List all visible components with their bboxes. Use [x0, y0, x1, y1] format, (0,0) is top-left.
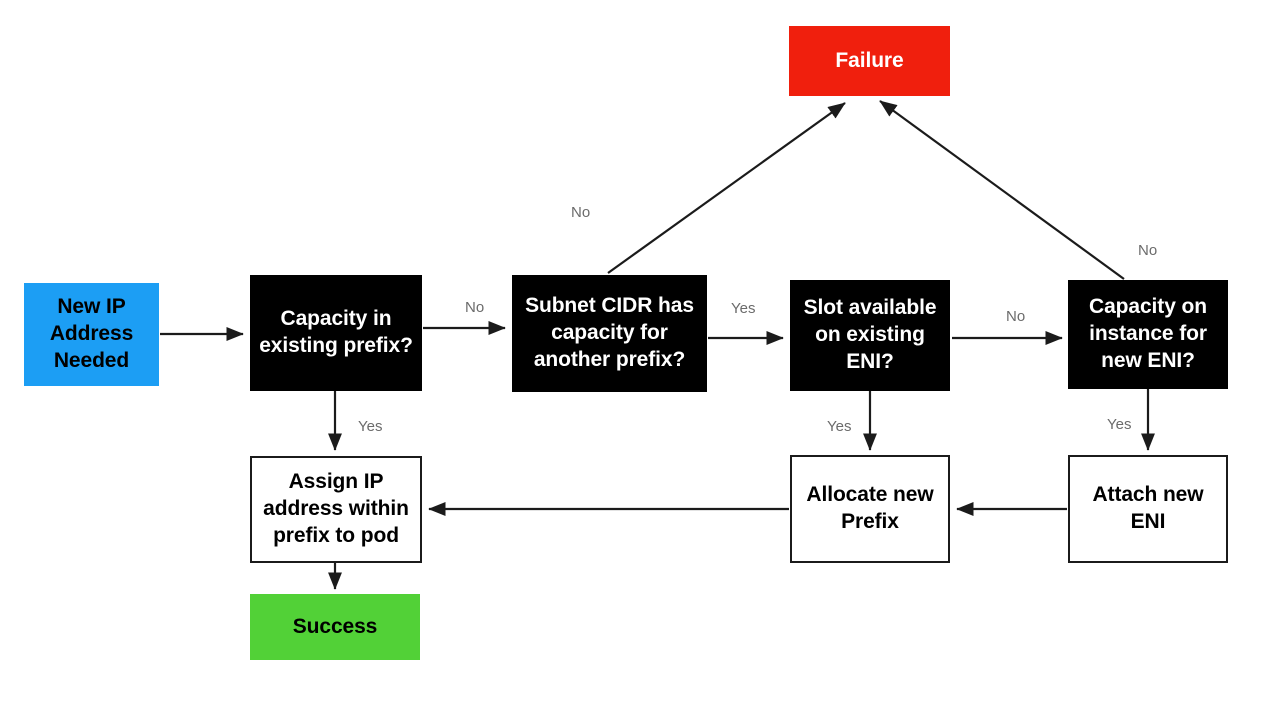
node-subnet-cidr-has-capacity[interactable]: Subnet CIDR has capacity for another pre… — [512, 275, 707, 392]
node-allocate-new-prefix[interactable]: Allocate new Prefix — [790, 455, 950, 563]
edge-capacity-eni-no-to-failure — [879, 100, 1125, 280]
edge-subnet-cidr-no-to-failure — [607, 102, 846, 274]
node-capacity-in-existing-prefix[interactable]: Capacity in existing prefix? — [250, 275, 422, 391]
node-attach-new-eni[interactable]: Attach new ENI — [1068, 455, 1228, 563]
edge-label-subnet-cidr-yes: Yes — [731, 300, 756, 317]
edge-label-slot-eni-yes: Yes — [827, 418, 852, 435]
edge-label-capacity-prefix-no: No — [465, 299, 485, 316]
node-new-ip-address-needed[interactable]: New IP Address Needed — [24, 283, 159, 386]
node-capacity-on-instance-for-new-eni[interactable]: Capacity on instance for new ENI? — [1068, 280, 1228, 389]
node-success[interactable]: Success — [250, 594, 420, 660]
node-failure[interactable]: Failure — [789, 26, 950, 96]
edge-label-slot-eni-no: No — [1006, 308, 1026, 325]
node-assign-ip-address-within-prefix-to-pod[interactable]: Assign IP address within prefix to pod — [250, 456, 422, 563]
edge-label-subnet-cidr-no: No — [571, 204, 591, 221]
node-slot-available-on-existing-eni[interactable]: Slot available on existing ENI? — [790, 280, 950, 391]
edge-label-capacity-eni-yes: Yes — [1107, 416, 1132, 433]
edge-label-capacity-prefix-yes: Yes — [358, 418, 383, 435]
edge-label-capacity-eni-no: No — [1138, 242, 1158, 259]
